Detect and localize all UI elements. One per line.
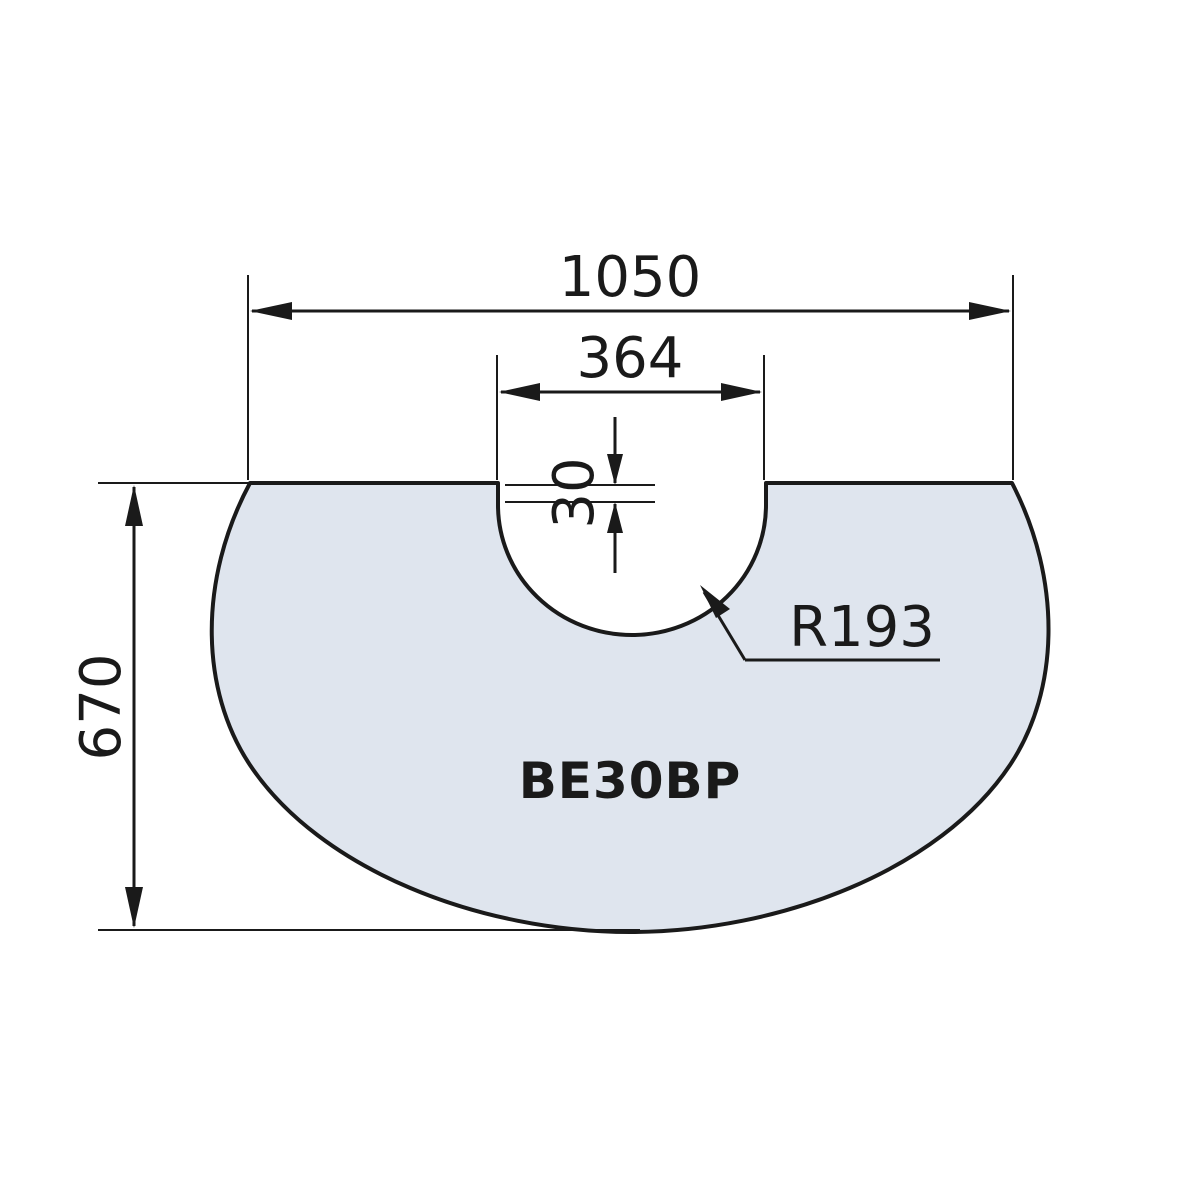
arrow-down-icon <box>607 454 623 485</box>
arrow-right-icon <box>721 383 762 401</box>
arrow-down-icon <box>125 887 143 928</box>
radius-label: R193 <box>789 595 935 660</box>
arrow-up-icon <box>125 485 143 526</box>
overall-depth-dimension: 670 <box>69 482 640 931</box>
overall-width-dimension: 1050 <box>247 245 1014 480</box>
cutout-width-dimension: 364 <box>496 326 765 480</box>
overall-depth-label: 670 <box>69 654 134 761</box>
arrow-right-icon <box>969 302 1011 320</box>
arrow-up-icon <box>607 502 623 533</box>
plate-outline <box>209 481 1051 934</box>
notch-depth-label: 30 <box>542 457 607 528</box>
arrow-icon <box>700 585 730 618</box>
arrow-left-icon <box>250 302 292 320</box>
notch-depth-dimension: 30 <box>505 417 655 573</box>
overall-width-label: 1050 <box>559 245 702 310</box>
radius-callout: R193 <box>700 585 940 662</box>
product-code-label: BE30BP <box>519 752 742 810</box>
arrow-left-icon <box>499 383 540 401</box>
cutout-width-label: 364 <box>577 326 684 391</box>
